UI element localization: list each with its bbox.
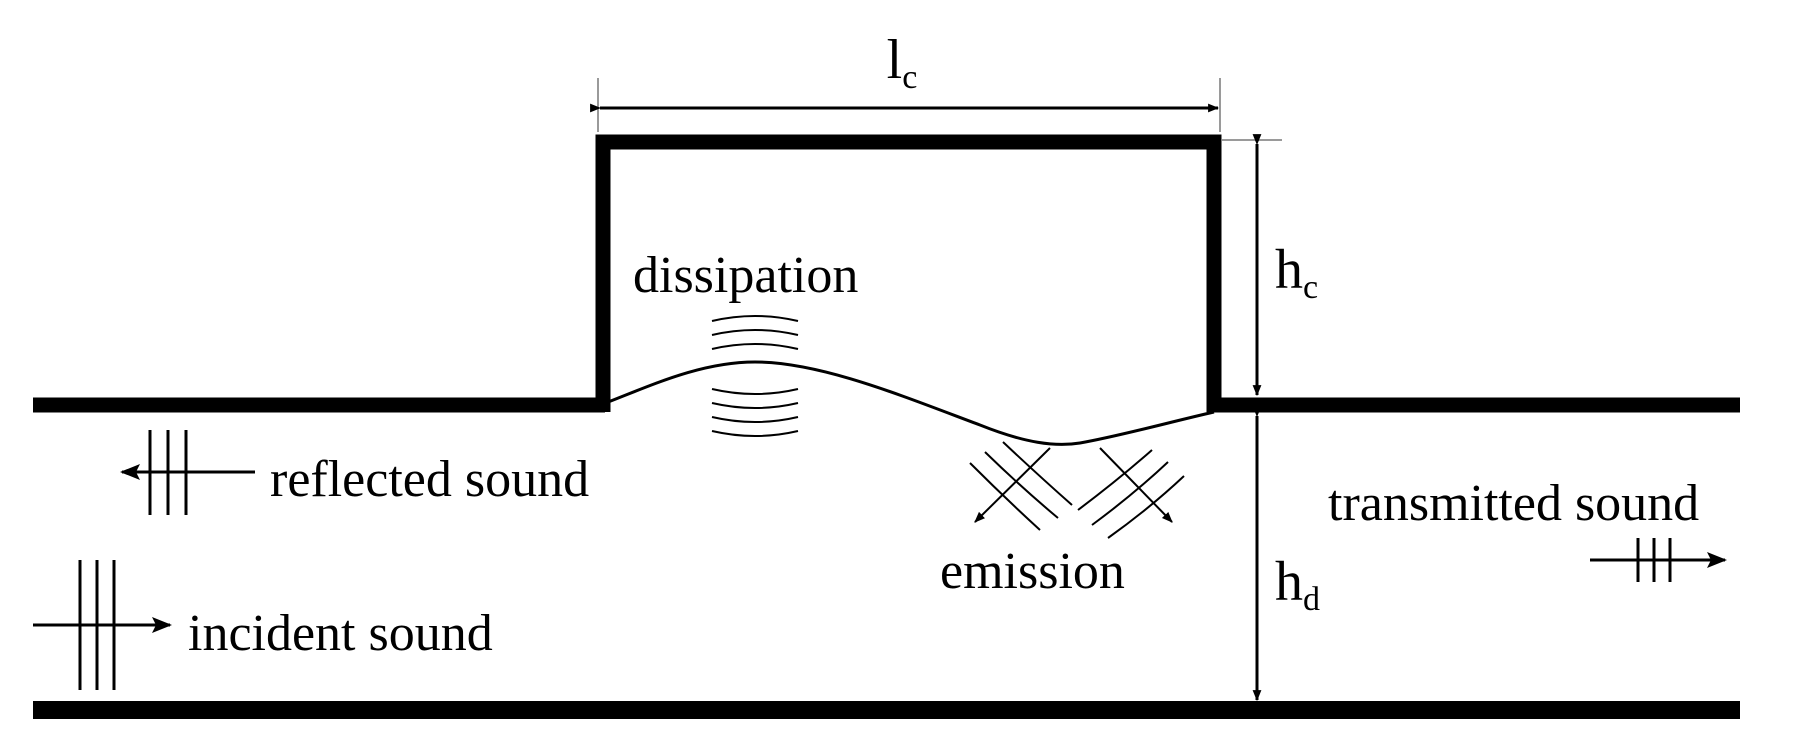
dissipation-label: dissipation bbox=[633, 247, 858, 304]
dissipation-waves bbox=[711, 315, 799, 437]
transmitted-sound-arrow bbox=[1590, 538, 1727, 582]
cavity-height-label: hc bbox=[1275, 239, 1318, 306]
cavity-height-dimension: hc bbox=[1222, 134, 1318, 397]
cavity-outline bbox=[595, 134, 1222, 412]
duct-height-label: hd bbox=[1275, 551, 1320, 618]
emission-waves bbox=[969, 441, 1185, 539]
emission-arrow-left bbox=[974, 447, 1051, 523]
incident-sound-arrow bbox=[33, 560, 172, 690]
transmitted-sound-label: transmitted sound bbox=[1328, 475, 1699, 532]
duct-height-dimension: hd bbox=[1252, 406, 1320, 702]
emission-label: emission bbox=[940, 543, 1125, 600]
duct-walls bbox=[33, 134, 1740, 719]
incident-sound-label: incident sound bbox=[188, 605, 493, 662]
cavity-length-dimension: lc bbox=[590, 29, 1221, 132]
reflected-sound-arrow bbox=[120, 430, 255, 515]
cavity-length-label: lc bbox=[887, 29, 918, 96]
membrane bbox=[602, 360, 1215, 446]
emission-arrow-right bbox=[1099, 447, 1173, 523]
reflected-sound-label: reflected sound bbox=[270, 451, 589, 508]
